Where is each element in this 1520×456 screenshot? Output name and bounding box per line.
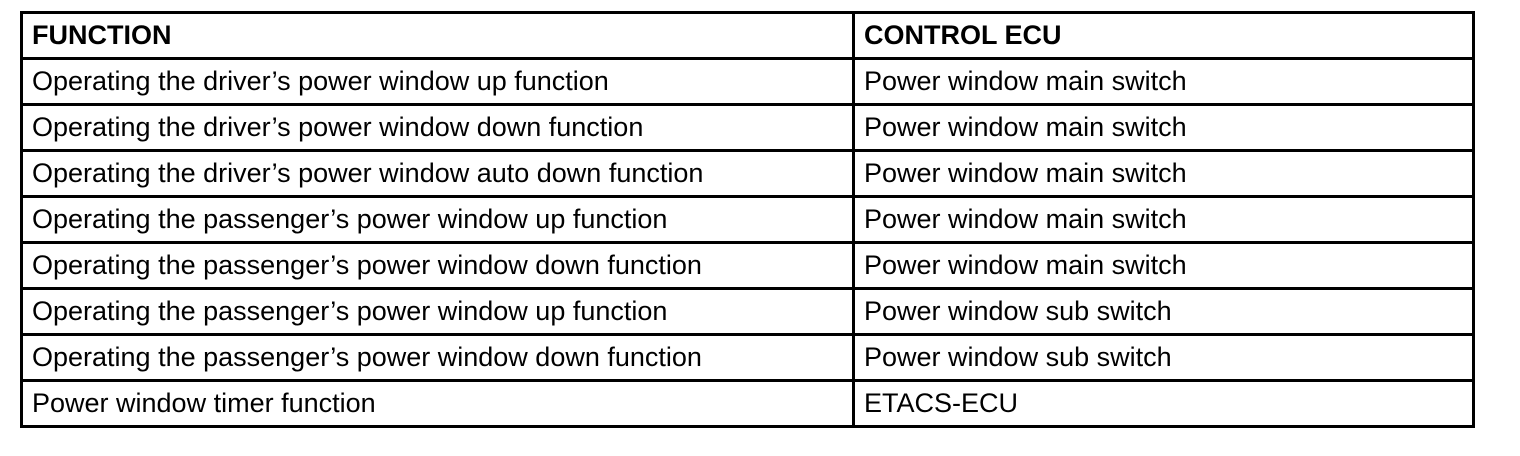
cell-function: Operating the passenger’s power window d… [20,241,855,290]
cell-control-ecu: Power window main switch [852,103,1475,152]
cell-control-ecu: Power window sub switch [852,287,1475,336]
table-header-row: FUNCTION CONTROL ECU [20,11,1475,60]
table-row: Operating the passenger’s power window d… [20,241,1475,290]
cell-function: Operating the driver’s power window auto… [20,149,855,198]
cell-function: Operating the passenger’s power window u… [20,195,855,244]
table-row: Power window timer function ETACS-ECU [20,379,1475,428]
cell-control-ecu: ETACS-ECU [852,379,1475,428]
cell-control-ecu: Power window main switch [852,149,1475,198]
table-row: Operating the passenger’s power window d… [20,333,1475,382]
cell-function: Operating the driver’s power window down… [20,103,855,152]
table-row: Operating the driver’s power window auto… [20,149,1475,198]
column-header-function: FUNCTION [20,11,855,60]
cell-function: Operating the passenger’s power window d… [20,333,855,382]
cell-control-ecu: Power window main switch [852,57,1475,106]
cell-function: Power window timer function [20,379,855,428]
table-row: Operating the driver’s power window up f… [20,57,1475,106]
table-row: Operating the passenger’s power window u… [20,195,1475,244]
cell-control-ecu: Power window sub switch [852,333,1475,382]
table-row: Operating the driver’s power window down… [20,103,1475,152]
function-control-ecu-table: FUNCTION CONTROL ECU Operating the drive… [20,11,1475,428]
cell-control-ecu: Power window main switch [852,195,1475,244]
cell-function: Operating the passenger’s power window u… [20,287,855,336]
cell-function: Operating the driver’s power window up f… [20,57,855,106]
column-header-control-ecu: CONTROL ECU [852,11,1475,60]
table-row: Operating the passenger’s power window u… [20,287,1475,336]
cell-control-ecu: Power window main switch [852,241,1475,290]
